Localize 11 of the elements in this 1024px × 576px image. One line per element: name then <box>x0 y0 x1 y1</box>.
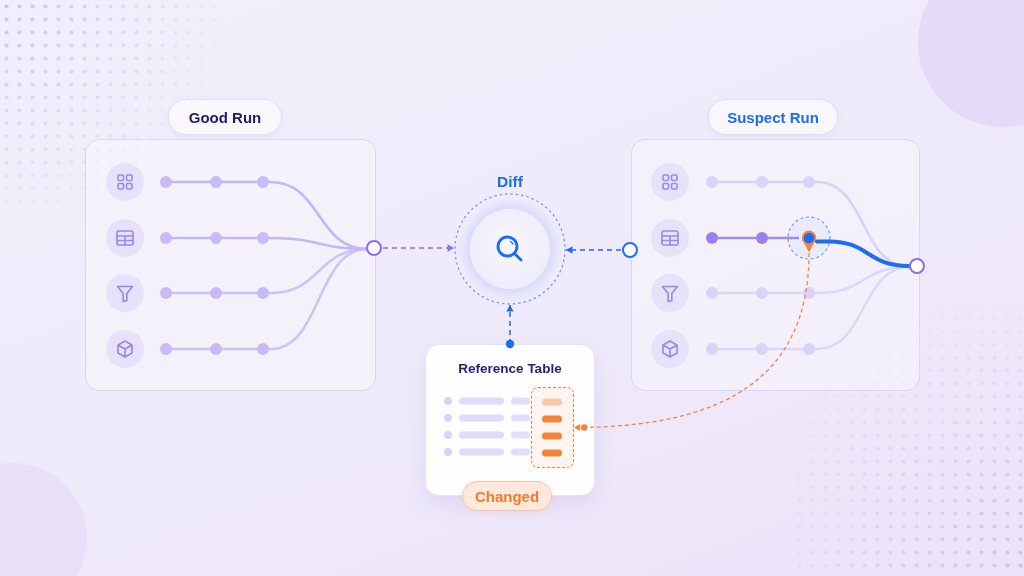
dashed-highlight <box>531 387 574 468</box>
hub-label: Diff <box>496 172 524 192</box>
status-tag: Changed <box>462 481 552 511</box>
port-ring <box>622 242 638 258</box>
dashed-arrow <box>565 246 622 254</box>
panel-title: Good Run <box>168 99 282 135</box>
panel-title: Suspect Run <box>708 99 838 135</box>
dashed-arrow <box>382 244 455 252</box>
card-title: Reference Table <box>457 360 563 378</box>
dashed-arrow <box>573 252 810 431</box>
dashed-arrow <box>505 304 515 349</box>
